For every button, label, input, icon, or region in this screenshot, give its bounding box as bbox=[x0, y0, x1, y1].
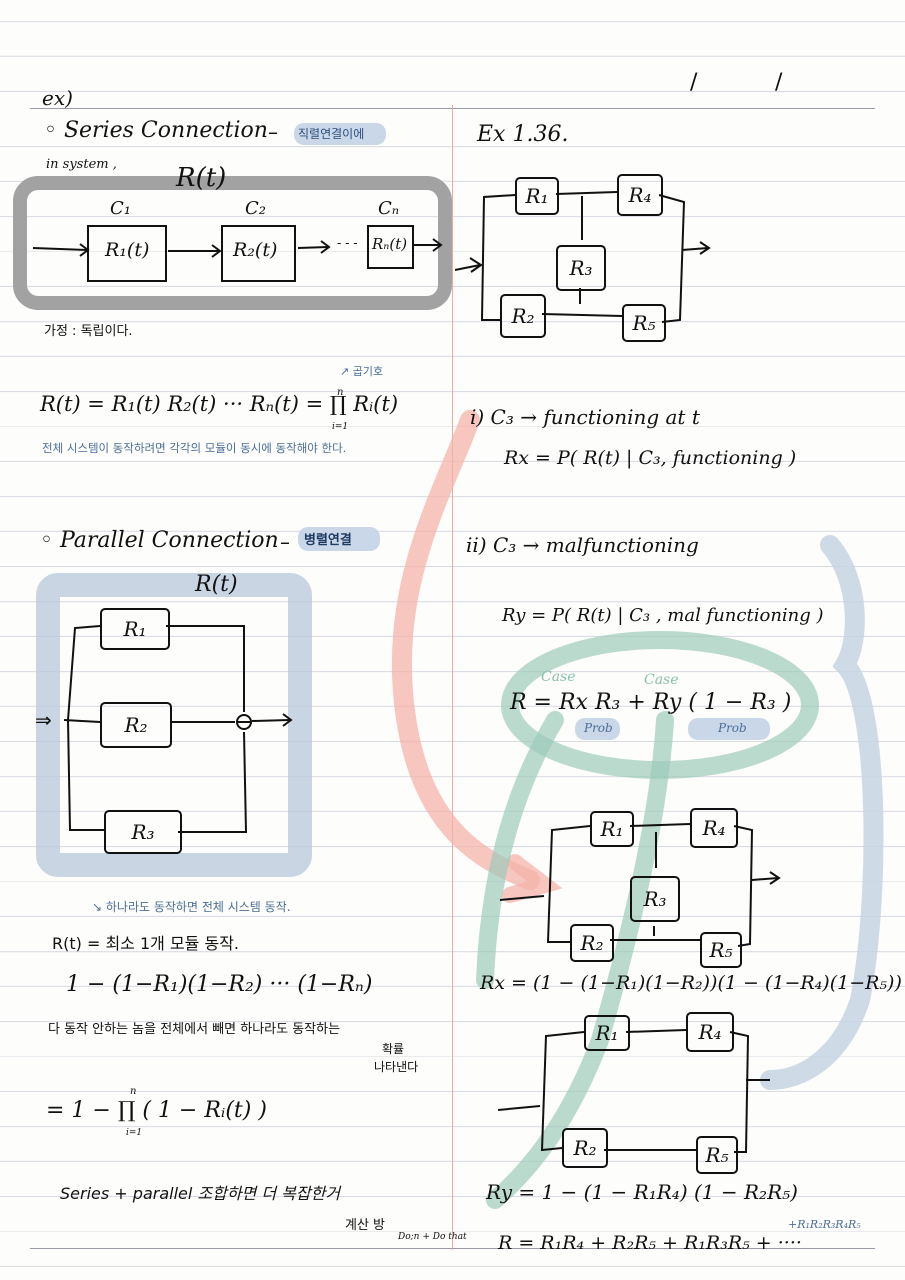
series-block-2: R₂(t) bbox=[221, 225, 296, 282]
parallel-line5: Series + parallel 조합하면 더 복잡한거 bbox=[60, 1184, 341, 1203]
d1-r2: R₂ bbox=[500, 294, 546, 338]
center-margin-line bbox=[452, 105, 453, 1250]
total-formula: R = Rx R₃ + Ry ( 1 − R₃ ) bbox=[510, 690, 792, 715]
d2-r5: R₅ bbox=[700, 932, 742, 968]
series-title: ◦ Series Connection bbox=[44, 118, 268, 143]
parallel-line3b: 확률 bbox=[382, 1042, 405, 1056]
cn-label: Cₙ bbox=[378, 198, 400, 219]
d3-r1: R₁ bbox=[584, 1015, 630, 1051]
parallel-line6b: Do;n + Do that bbox=[398, 1232, 467, 1242]
d2-r2: R₂ bbox=[570, 924, 614, 962]
rx-formula: Rx = (1 − (1−R₁)(1−R₂))(1 − (1−R₄)(1−R₅)… bbox=[480, 972, 902, 994]
parallel-line4: = 1 − ∏ ( 1 − Rᵢ(t) ) bbox=[46, 1098, 267, 1123]
case-i: i) C₃ → functioning at t bbox=[470, 405, 700, 429]
green-line-ry bbox=[486, 711, 674, 1209]
series-prod-bottom: i=1 bbox=[332, 422, 349, 432]
rx-def: Rx = P( R(t) | C₃, functioning ) bbox=[504, 447, 797, 469]
parallel-line2: 1 − (1−R₁)(1−R₂) ··· (1−Rₙ) bbox=[66, 972, 373, 997]
d3-r2: R₂ bbox=[562, 1128, 608, 1168]
parallel-line1: R(t) = 최소 1개 모듈 동작. bbox=[52, 934, 240, 953]
red-arrow-stroke bbox=[391, 410, 540, 890]
prob-highlight-2 bbox=[688, 718, 770, 740]
series-block-n: Rₙ(t) bbox=[367, 225, 414, 269]
parallel-blue-box bbox=[36, 573, 312, 877]
parallel-title: ◦ Parallel Connection bbox=[40, 528, 279, 553]
series-formula: R(t) = R₁(t) R₂(t) ··· Rₙ(t) = ∏ Rᵢ(t) bbox=[40, 392, 399, 416]
slash-mark: / bbox=[690, 70, 698, 95]
parallel-line3: 다 동작 안하는 놈을 전체에서 빼면 하나라도 동작하는 bbox=[48, 1022, 341, 1037]
series-gray-box bbox=[13, 176, 452, 310]
parallel-blue-note: ↘ 하나라도 동작하면 전체 시스템 동작. bbox=[92, 900, 291, 914]
parallel-prod-bottom: i=1 bbox=[126, 1128, 143, 1138]
parallel-block-r2: R₂ bbox=[100, 702, 172, 748]
blue-arrow-stroke bbox=[760, 535, 884, 1090]
series-korean-note: 직렬연결이에 bbox=[298, 127, 365, 141]
case-label-1: Case bbox=[541, 669, 576, 685]
in-system-label: in system , bbox=[46, 157, 117, 172]
series-block-1-label: R₁(t) bbox=[105, 239, 150, 261]
c2-label: C₂ bbox=[245, 198, 266, 219]
parallel-korean-highlight bbox=[298, 527, 380, 551]
parallel-korean-note: 병렬연결 bbox=[304, 533, 352, 548]
case-ii: ii) C₃ → malfunctioning bbox=[466, 533, 699, 557]
parallel-rt-label: R(t) bbox=[195, 572, 238, 597]
red-arrow-head bbox=[502, 854, 563, 903]
example-label: Ex 1.36. bbox=[477, 122, 569, 147]
d1-r5: R₅ bbox=[622, 304, 666, 342]
d1-r1: R₁ bbox=[515, 177, 559, 215]
case-label-2: Case bbox=[644, 672, 679, 688]
prob-highlight-1 bbox=[575, 718, 620, 740]
d3-r5: R₅ bbox=[696, 1136, 738, 1174]
series-blue-note: 전체 시스템이 동작하려면 각각의 모듈이 동시에 동작해야 한다. bbox=[42, 441, 347, 455]
parallel-input-arrow: ⇒ bbox=[35, 708, 52, 732]
final-formula: R = R₁R₄ + R₂R₅ + R₁R₃R₅ + ···· bbox=[498, 1232, 802, 1254]
final-extra: +R₁R₂R₃R₄R₅ bbox=[788, 1218, 861, 1231]
ex-label: ex) bbox=[42, 86, 73, 110]
parallel-line3c: 나타낸다 bbox=[374, 1060, 419, 1074]
assumption-note: 가정 : 독립이다. bbox=[44, 324, 133, 339]
series-korean-highlight bbox=[294, 123, 386, 145]
prod-note: ↗ 곱기호 bbox=[340, 365, 384, 378]
ry-formula: Ry = 1 − (1 − R₁R₄) (1 − R₂R₅) bbox=[486, 1180, 798, 1204]
d2-r3: R₃ bbox=[630, 876, 680, 922]
series-block-2-label: R₂(t) bbox=[233, 239, 278, 261]
parallel-line6: 계산 방 bbox=[345, 1218, 386, 1233]
c1-label: C₁ bbox=[110, 198, 131, 219]
series-rt-label: R(t) bbox=[176, 163, 227, 193]
parallel-prod-top: n bbox=[130, 1086, 137, 1097]
slash-mark: / bbox=[775, 70, 783, 95]
ry-def: Ry = P( R(t) | C₃ , mal functioning ) bbox=[502, 605, 824, 626]
series-prod-top: n bbox=[337, 387, 344, 398]
prob-label-2: Prob bbox=[718, 721, 747, 735]
series-dash: – bbox=[268, 120, 278, 144]
d2-r1: R₁ bbox=[590, 811, 634, 847]
series-block-1: R₁(t) bbox=[87, 225, 167, 282]
parallel-block-r1: R₁ bbox=[100, 608, 170, 650]
parallel-dash: – bbox=[280, 530, 290, 554]
series-block-n-label: Rₙ(t) bbox=[372, 235, 408, 253]
prob-label-1: Prob bbox=[584, 721, 613, 735]
d2-r4: R₄ bbox=[690, 808, 738, 848]
green-line-rx bbox=[476, 711, 564, 989]
series-dots: - - - bbox=[337, 236, 358, 250]
